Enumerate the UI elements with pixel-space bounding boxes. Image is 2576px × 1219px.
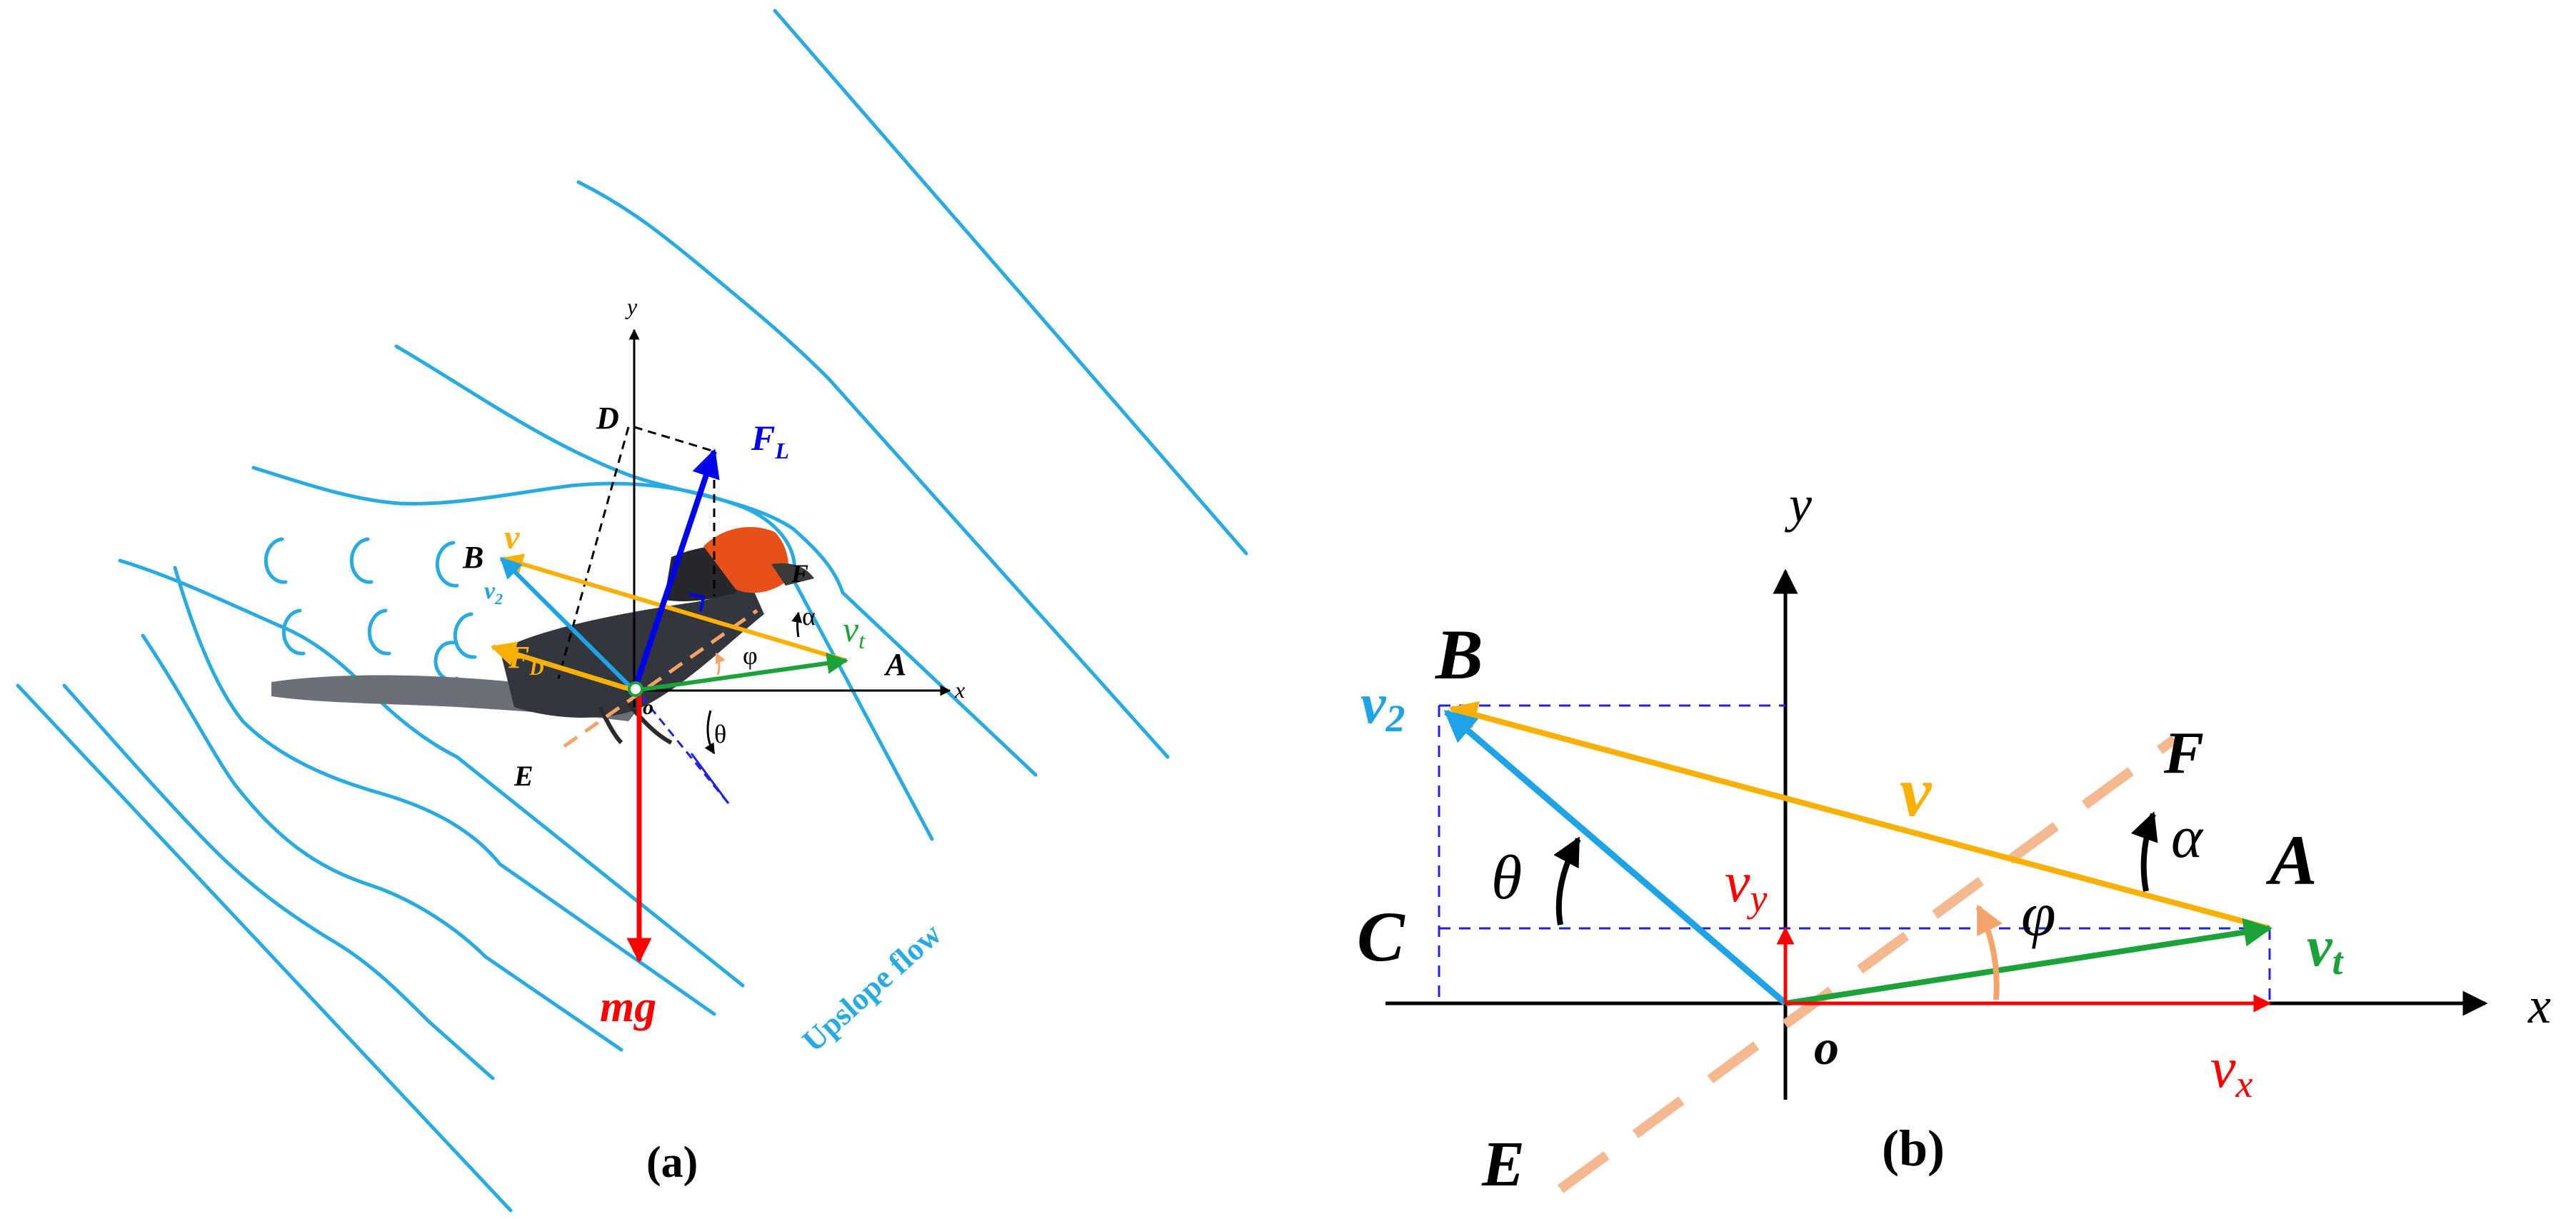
label-o: o <box>643 696 653 719</box>
label-alpha: α <box>2171 804 2204 871</box>
vortex <box>264 537 288 584</box>
label-phi: φ <box>743 641 758 670</box>
axis-x-label: x <box>2527 977 2551 1034</box>
label-f: F <box>791 559 808 588</box>
streamline <box>118 558 745 988</box>
vector-vt <box>633 652 848 693</box>
flow-streamlines <box>16 9 1248 1213</box>
line-ef <box>1557 735 2178 1193</box>
right-angle-mark <box>688 593 706 612</box>
streamline <box>576 180 1170 759</box>
label-e: E <box>513 760 533 792</box>
vector-v2 <box>1443 709 1788 1006</box>
vortex <box>367 608 391 656</box>
label-f: F <box>2163 720 2204 786</box>
phi-arc <box>1975 904 2003 1000</box>
axes-a: x y <box>625 294 965 707</box>
label-c: C <box>1357 897 1405 976</box>
label-b: B <box>1435 615 1483 694</box>
label-o: o <box>1814 1020 1839 1075</box>
label-alpha: α <box>802 602 816 631</box>
label-e: E <box>1481 1129 1525 1200</box>
construction-lines-a <box>557 426 716 679</box>
dash-d-to-fl <box>633 426 715 453</box>
vortex <box>281 608 306 656</box>
label-fl: FL <box>751 418 789 463</box>
label-vt: vt <box>2307 915 2345 983</box>
vortex <box>349 537 374 584</box>
axis-x-label: x <box>954 677 965 703</box>
label-v2: v2 <box>1360 673 1405 740</box>
line-ef <box>563 608 758 748</box>
label-b: B <box>462 540 483 575</box>
vector-fl <box>631 448 720 692</box>
label-vx: vx <box>2210 1037 2253 1105</box>
streamline <box>141 633 623 1052</box>
caption-b: (b) <box>1882 1120 1945 1177</box>
vector-v <box>1448 701 2271 931</box>
vector-fd <box>490 641 636 693</box>
streamline <box>173 566 716 1016</box>
streamline <box>62 683 495 1080</box>
alpha-arc <box>791 611 803 638</box>
bird-head <box>771 563 814 586</box>
dash-d-down <box>557 426 630 679</box>
label-phi: φ <box>2021 881 2056 950</box>
label-fd: FD <box>508 640 544 680</box>
vector-vt <box>1785 918 2272 1006</box>
bird-legs <box>598 702 673 745</box>
panel-b: x y B v2 v F α A vt φ θ vy vx <box>1357 476 2551 1200</box>
axis-y-label: y <box>1784 476 1812 533</box>
label-theta: θ <box>714 720 726 748</box>
vortex <box>453 612 477 659</box>
theta-arc <box>1553 836 1581 925</box>
label-a: A <box>2265 821 2317 900</box>
streamline <box>16 683 513 1213</box>
label-d: D <box>596 401 619 436</box>
alpha-arc <box>2130 811 2158 892</box>
label-v2: v2 <box>484 578 503 608</box>
caption-a: (a) <box>646 1138 698 1187</box>
vortex <box>435 541 459 588</box>
theta-arc <box>704 710 716 755</box>
label-v: v <box>1900 752 1933 831</box>
label-mg: mg <box>600 983 656 1031</box>
label-a: A <box>883 647 906 682</box>
axis-y-label: y <box>625 294 638 319</box>
upslope-flow-label: Upslope flow <box>796 916 948 1058</box>
vector-v <box>501 553 847 663</box>
vector-v2 <box>499 556 636 693</box>
axes-b: x y <box>1385 476 2551 1100</box>
label-v: v <box>504 518 520 556</box>
vortex <box>433 641 459 682</box>
dash-theta-2 <box>690 753 730 804</box>
phi-arc <box>715 652 726 676</box>
label-vt: vt <box>843 609 866 653</box>
vortices <box>264 537 477 682</box>
label-theta: θ <box>1491 843 1522 913</box>
origin-point <box>628 681 643 697</box>
construction-lines-b <box>1438 704 2271 1003</box>
streamline <box>251 466 934 841</box>
panel-a: x y D B v v2 FL FD <box>16 9 1248 1213</box>
streamline <box>773 9 1248 556</box>
bird-crest <box>703 526 789 593</box>
label-vy: vy <box>1725 851 1768 920</box>
